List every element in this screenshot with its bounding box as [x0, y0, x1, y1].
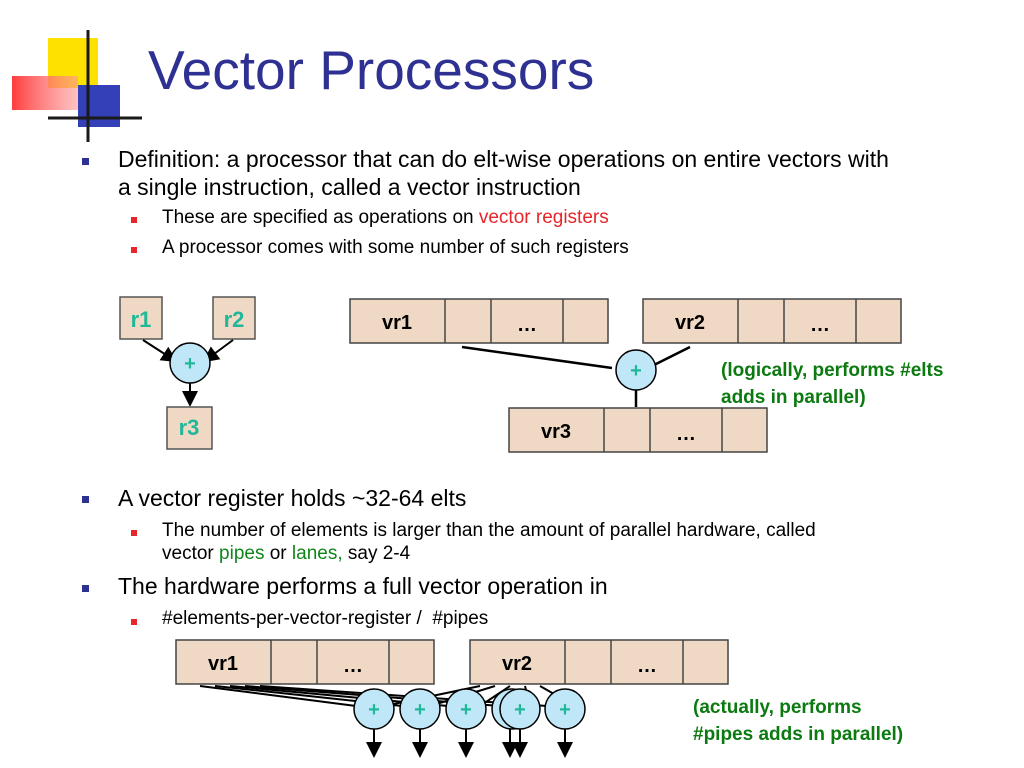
sub-bullet-specified: These are specified as operations on vec…	[162, 207, 609, 228]
vector-register-vr2-label: vr2	[675, 312, 705, 334]
sub-bullet-marker	[131, 247, 137, 253]
bullet-marker	[82, 585, 89, 592]
note-actually: (actually, performs #pipes adds in paral…	[693, 697, 904, 745]
pipe-adders: + + + + +	[353, 688, 586, 730]
vector-register-vr2-pipelined	[469, 639, 729, 685]
highlight-lanes: lanes,	[291, 543, 343, 564]
register-r1	[119, 296, 163, 340]
vr3-ellipsis: …	[676, 423, 696, 445]
register-r2	[212, 296, 256, 340]
bullet-definition: Definition: a processor that can do elt-…	[118, 146, 889, 200]
slide-title: Vector Processors	[148, 39, 595, 101]
sub-bullet-marker	[131, 619, 137, 625]
pipe-adder-plus: +	[460, 699, 472, 721]
vector-add-diagram: vr1 … vr2 … + vr3 …	[349, 298, 902, 453]
vr1-pipelined-ellipsis: …	[343, 655, 363, 677]
bullet-marker	[82, 158, 89, 165]
note-logically: (logically, performs #elts adds in paral…	[721, 360, 944, 408]
highlight-vector-registers: vector registers	[478, 207, 609, 228]
highlight-pipes: pipes	[219, 543, 265, 564]
vector-adder-plus: +	[630, 360, 642, 382]
slide-logo	[12, 30, 142, 142]
pipe-adder-plus: +	[559, 699, 571, 721]
sub-bullet-registers-count: A processor comes with some number of su…	[162, 237, 629, 258]
vr2-pipelined-ellipsis: …	[637, 655, 657, 677]
bullet-marker	[82, 496, 89, 503]
vr1-ellipsis: …	[517, 314, 537, 336]
pipe-adder-plus: +	[514, 699, 526, 721]
scalar-add-diagram: r1 r2 + r3	[119, 296, 256, 450]
bullet-hardware-performs: The hardware performs a full vector oper…	[118, 573, 608, 599]
sub-bullet-pipes-lanes: The number of elements is larger than th…	[162, 520, 816, 564]
pipe-adder-plus: +	[414, 699, 426, 721]
vector-register-vr2-pipelined-label: vr2	[502, 653, 532, 675]
sub-bullet-elements-per-pipes: #elements-per-vector-register / #pipes	[162, 608, 489, 629]
diagram-scalar-and-vector-add: r1 r2 + r3 vr1 … vr2 … + vr3 …	[119, 296, 902, 453]
vector-register-vr3-label: vr3	[541, 421, 571, 443]
register-r2-label: r2	[224, 307, 245, 332]
pipe-adder-plus: +	[368, 699, 380, 721]
vector-register-vr1	[349, 298, 609, 344]
vector-register-vr1-pipelined	[175, 639, 435, 685]
vector-register-vr1-label: vr1	[382, 312, 412, 334]
register-r3-label: r3	[179, 415, 200, 440]
sub-bullet-marker	[131, 530, 137, 536]
register-r3	[166, 406, 213, 450]
diagram-pipelined-vector-add: vr1 … vr2 … + + + + +	[175, 639, 729, 758]
bullet-vector-register-holds: A vector register holds ~32-64 elts	[118, 485, 467, 511]
pipe-output-arrows	[366, 729, 573, 758]
vector-register-vr1-pipelined-label: vr1	[208, 653, 238, 675]
register-r1-label: r1	[131, 307, 152, 332]
vector-register-vr2	[642, 298, 902, 344]
vector-register-vr3	[508, 407, 768, 453]
vr2-ellipsis: …	[810, 314, 830, 336]
scalar-adder-plus: +	[184, 353, 196, 375]
sub-bullet-marker	[131, 217, 137, 223]
